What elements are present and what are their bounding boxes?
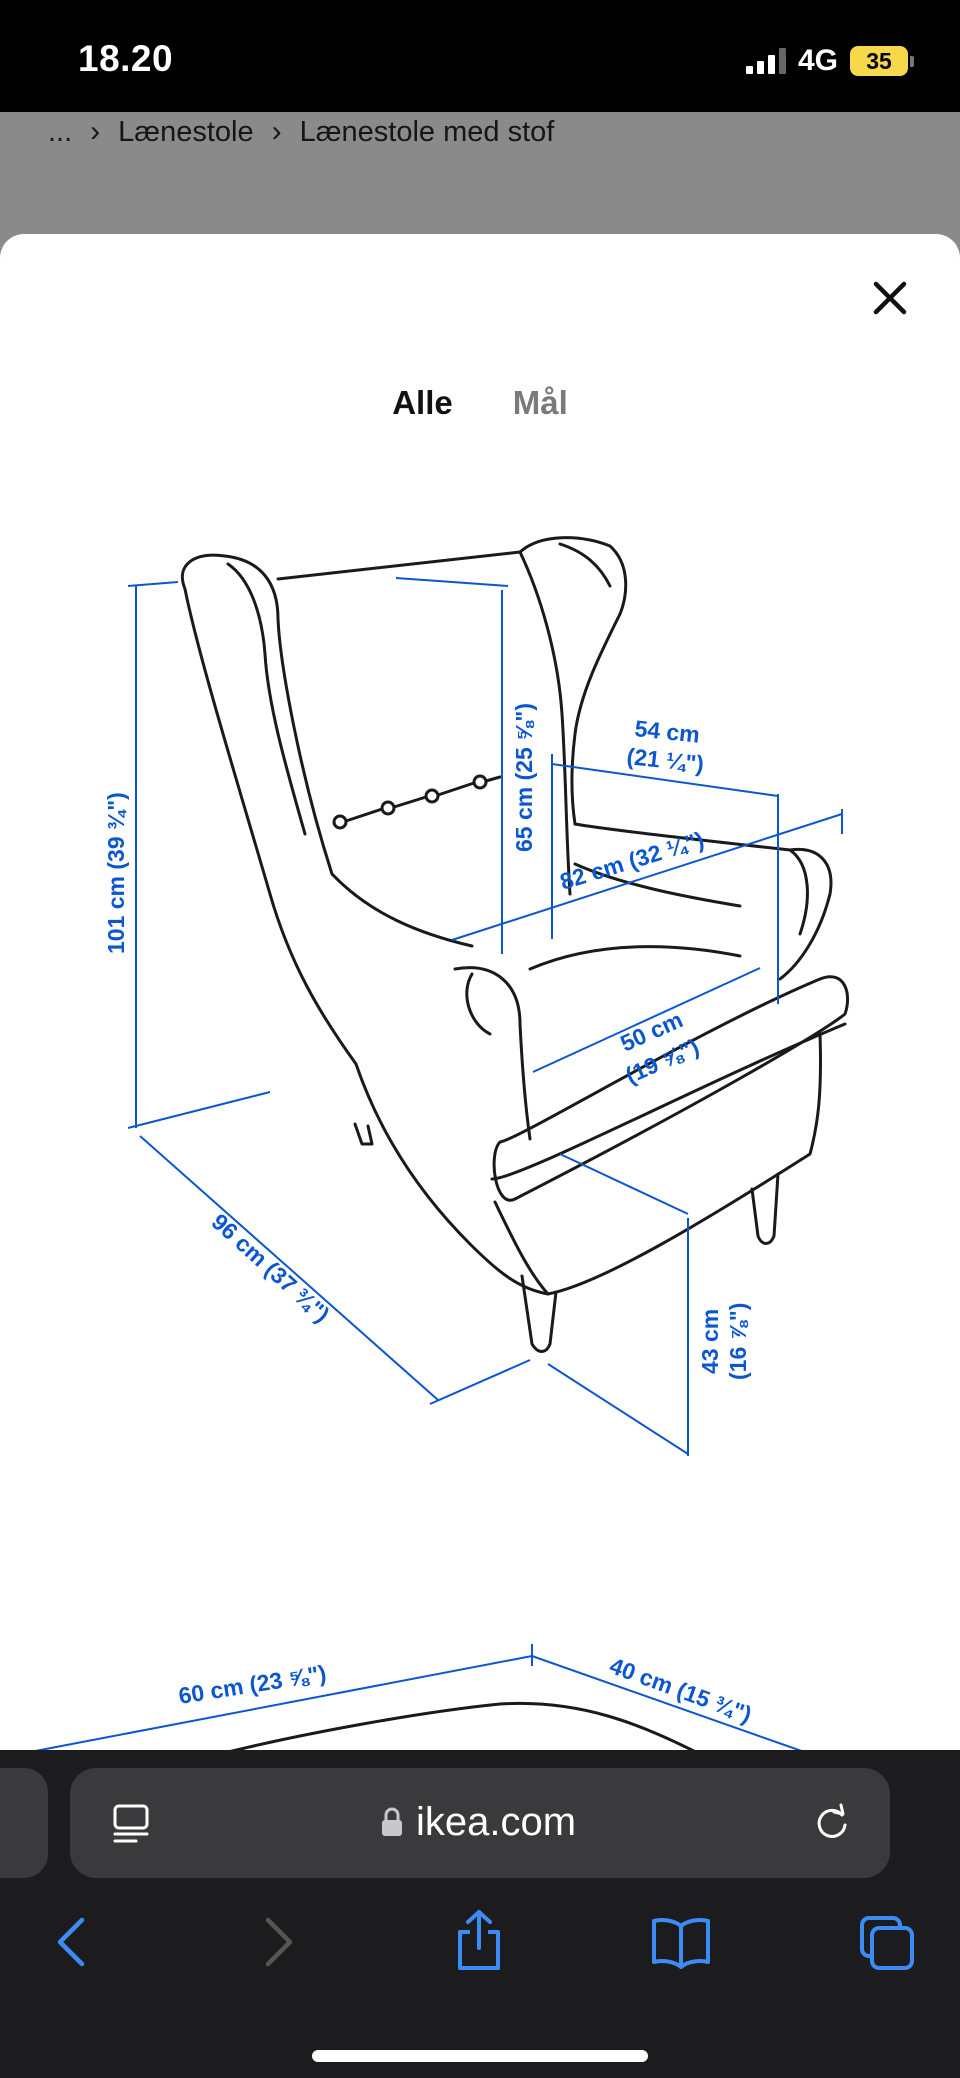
breadcrumb-item-armchairs[interactable]: Lænestole <box>118 115 254 148</box>
lock-icon <box>382 1807 402 1836</box>
battery-level: 35 <box>850 46 908 76</box>
battery-cap <box>910 55 914 67</box>
breadcrumb: ... › Lænestole › Lænestole med stof <box>48 115 554 149</box>
page-menu-icon[interactable] <box>110 1802 152 1844</box>
dimension-labels: 101 cm (39 ¾") 65 cm (25 ⅝") 54 cm (21 ¼… <box>103 703 755 1728</box>
breadcrumb-separator: › <box>271 115 282 148</box>
breadcrumb-separator: › <box>90 115 101 148</box>
battery-icon: 35 <box>850 46 914 76</box>
bookmarks-icon[interactable] <box>650 1914 712 1970</box>
dim-footstool-width: 60 cm (23 ⅝") <box>177 1660 328 1709</box>
dim-seat-height: 43 cm <box>697 1309 723 1374</box>
previous-tab-preview[interactable] <box>0 1768 48 1878</box>
breadcrumb-item-fabric-armchairs[interactable]: Lænestole med stof <box>299 115 555 148</box>
armchair-outline <box>181 536 850 1754</box>
dim-seat-width-top-in: (21 ¼") <box>625 743 705 777</box>
tab-dimensions[interactable]: Mål <box>512 384 568 421</box>
reload-icon[interactable] <box>812 1803 852 1843</box>
status-time: 18.20 <box>78 38 174 79</box>
url-text: ikea.com <box>416 1800 577 1844</box>
dim-back-height: 65 cm (25 ⅝") <box>511 703 537 852</box>
network-type: 4G <box>797 44 838 77</box>
cellular-signal-icon <box>745 48 786 74</box>
share-icon[interactable] <box>452 1908 506 1972</box>
dim-seat-height-in: (16 ⅞") <box>725 1303 751 1380</box>
browser-toolbar <box>0 1900 960 2000</box>
dimension-lines <box>29 577 843 1754</box>
forward-icon[interactable] <box>258 1914 298 1970</box>
dim-depth: 96 cm (37 ¾") <box>207 1208 335 1327</box>
back-icon[interactable] <box>52 1914 92 1970</box>
address-bar[interactable]: ikea.com <box>70 1768 890 1878</box>
dim-height: 101 cm (39 ¾") <box>103 792 129 954</box>
status-bar: 18.20 4G 35 <box>0 0 960 112</box>
status-indicators: 4G 35 <box>745 44 914 78</box>
breadcrumb-ellipsis[interactable]: ... <box>48 115 73 148</box>
tabs-icon[interactable] <box>858 1914 916 1972</box>
image-viewer-sheet: Alle Mål <box>0 234 960 1754</box>
close-icon <box>873 281 907 315</box>
dimension-drawing: 101 cm (39 ¾") 65 cm (25 ⅝") 54 cm (21 ¼… <box>29 536 850 1754</box>
browser-bottom-bar: ikea.com <box>0 1750 960 2078</box>
image-tabs: Alle Mål <box>0 384 960 422</box>
dim-seat-width-top: 54 cm <box>633 715 701 748</box>
home-indicator <box>312 2050 648 2062</box>
close-button[interactable] <box>866 274 914 322</box>
tab-all[interactable]: Alle <box>392 384 453 421</box>
